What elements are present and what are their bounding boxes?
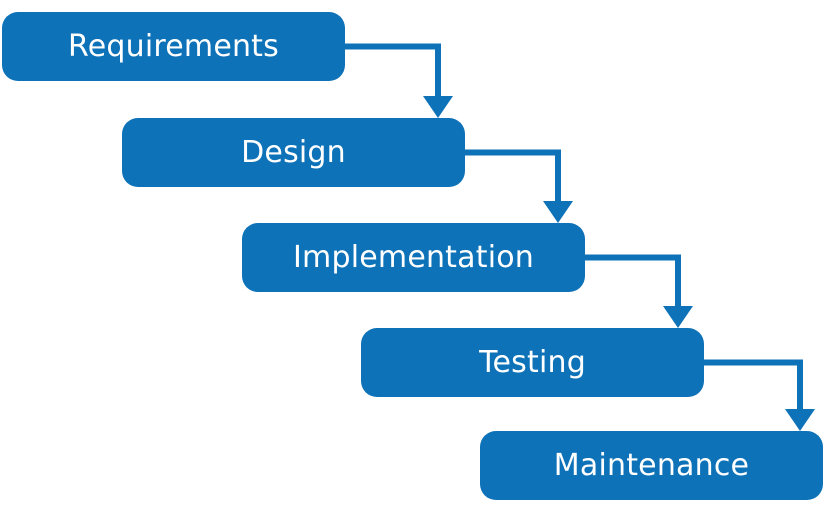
phase-box-implementation: Implementation	[242, 223, 585, 292]
phase-label-implementation: Implementation	[292, 240, 534, 275]
arrow-implementation-to-testing-icon	[585, 254, 693, 328]
phase-label-design: Design	[241, 135, 346, 170]
phase-label-maintenance: Maintenance	[553, 448, 750, 483]
arrow-requirements-to-design-icon	[345, 43, 453, 118]
arrow-testing-to-maintenance-icon	[704, 359, 815, 431]
arrow-design-to-implementation-icon	[465, 149, 573, 223]
phase-label-requirements: Requirements	[68, 29, 279, 64]
phase-box-testing: Testing	[361, 328, 704, 397]
phase-box-design: Design	[122, 118, 465, 187]
phase-box-requirements: Requirements	[2, 12, 345, 81]
phase-label-testing: Testing	[479, 345, 586, 380]
phase-box-maintenance: Maintenance	[480, 431, 823, 500]
